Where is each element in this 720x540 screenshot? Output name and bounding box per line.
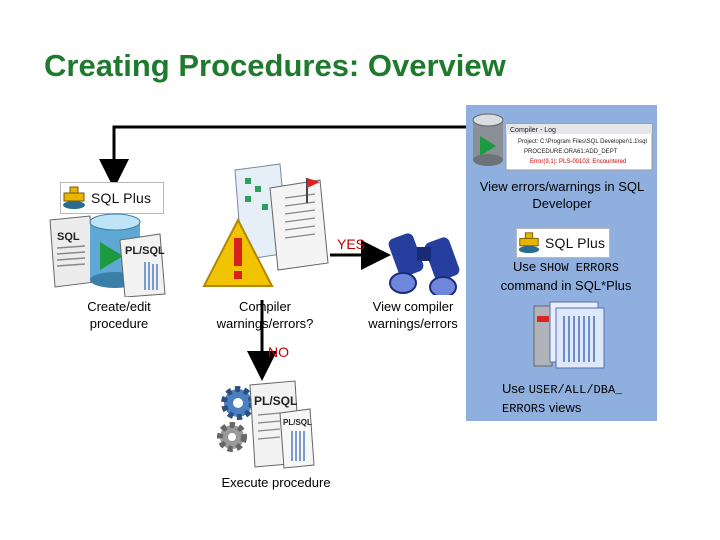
error-views-code: USER/ALL/DBA_ ERRORS (502, 383, 623, 416)
binoculars-icon (383, 225, 473, 295)
create-procedure-icon: SQL PL/SQL (45, 212, 180, 297)
sql-doc-label: SQL (57, 231, 80, 243)
execute-plsql-label: PL/SQL (254, 394, 297, 408)
show-errors-code: SHOW ERRORS (539, 261, 619, 275)
show-errors-suffix: command in SQL*Plus (500, 278, 632, 293)
show-errors-prefix: Use (513, 259, 540, 274)
panel-show-errors-label: Use SHOW ERRORS command in SQL*Plus (476, 258, 656, 294)
compiler-log-line-2: PROCEDURE:ORA61:ADD_DEPT (524, 149, 618, 155)
compiler-log-line-1: Project: C:\Program Files\SQL Developer\… (518, 139, 647, 145)
view-compiler-label: View compiler warnings/errors (368, 299, 458, 331)
compiler-question-label: Compiler warnings/errors? (216, 299, 314, 331)
compiler-log-line-3: Error(9,1): PLS-00103: Encountered (530, 159, 626, 165)
sqlplus-badge-label: SQL Plus (91, 190, 152, 206)
yes-label: YES (337, 236, 366, 252)
sqlplus-badge: SQL Plus (60, 182, 164, 214)
plsql-doc-label: PL/SQL (125, 245, 165, 257)
execute-plsql-small-label: PL/SQL (283, 418, 312, 427)
page-title: Creating Procedures: Overview (44, 48, 506, 83)
loop-back-arrow (99, 125, 466, 189)
sql-developer-thumbnail: Compiler - Log Project: C:\Program Files… (470, 110, 654, 172)
panel-sql-developer-label: View errors/warnings in SQL Developer (479, 179, 645, 211)
error-views-icon (528, 296, 608, 376)
create-edit-label: Create/edit procedure (87, 299, 151, 331)
panel-sqlplus-badge-label: SQL Plus (545, 235, 606, 251)
panel-sqlplus-badge: SQL Plus (516, 228, 610, 258)
compiler-log-title: Compiler - Log (510, 127, 556, 134)
no-label: NO (268, 344, 289, 360)
error-views-suffix: views (548, 400, 582, 415)
sqlplus-cross-icon (63, 186, 85, 209)
execute-label: Execute procedure (221, 475, 331, 490)
panel-sqlplus-cross-icon (518, 232, 540, 254)
error-views-prefix: Use (502, 381, 529, 396)
execute-procedure-icon: PL/SQL PL/SQL (210, 375, 325, 470)
panel-error-views-label: Use USER/ALL/DBA_ ERRORS views (502, 380, 652, 418)
compiler-warnings-icon (200, 158, 335, 293)
